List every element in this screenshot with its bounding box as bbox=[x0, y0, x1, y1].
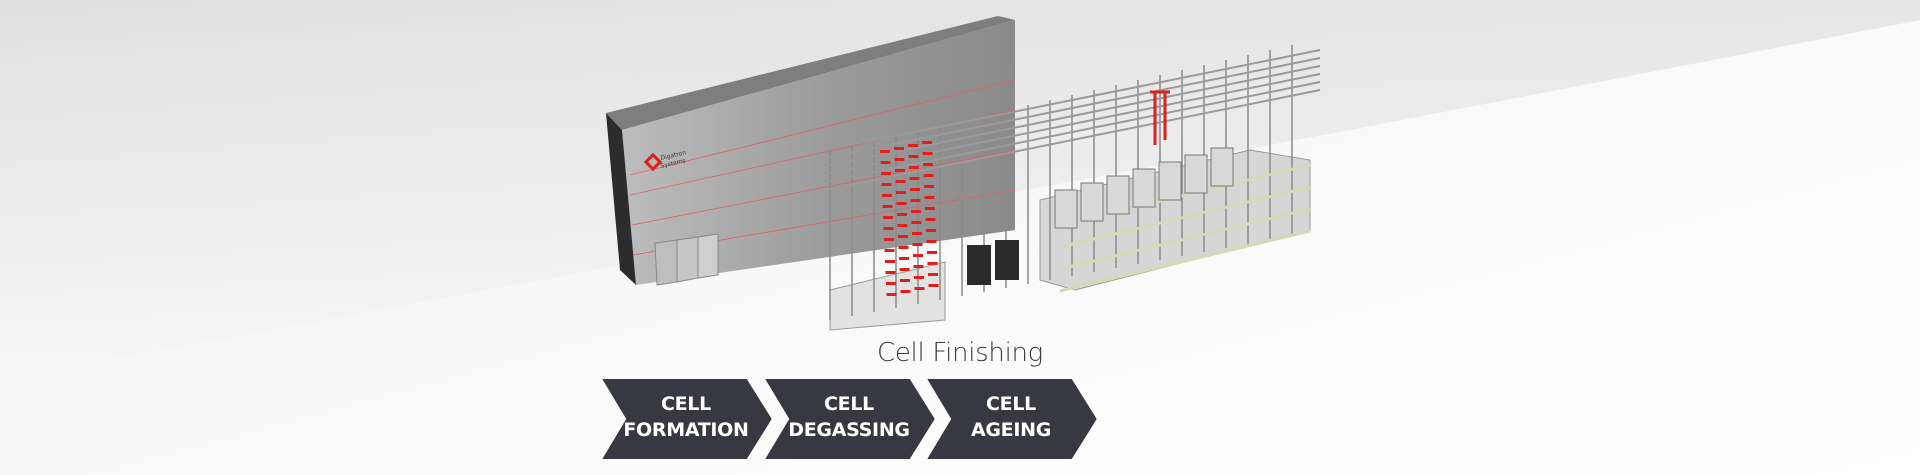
red-gripper bbox=[912, 232, 922, 235]
red-gripper bbox=[922, 152, 933, 155]
red-gripper bbox=[897, 213, 907, 216]
red-gripper bbox=[883, 227, 894, 230]
red-gripper bbox=[895, 169, 905, 172]
red-gripper bbox=[914, 276, 924, 279]
step-cell-degassing[interactable]: CELL DEGASSING bbox=[763, 379, 935, 459]
red-gripper bbox=[880, 161, 891, 164]
red-gripper bbox=[911, 221, 922, 224]
chevron-shape bbox=[765, 379, 935, 459]
ageing-cabinet bbox=[1184, 154, 1208, 194]
red-gripper bbox=[909, 177, 920, 180]
chevron-shape bbox=[927, 379, 1097, 459]
red-gripper bbox=[898, 235, 908, 238]
ageing-cabinet bbox=[1054, 189, 1078, 229]
degassing-unit bbox=[995, 240, 1019, 280]
red-gripper bbox=[923, 163, 933, 166]
step-label-line1: CELL bbox=[661, 393, 711, 415]
chevron-shape bbox=[602, 379, 772, 459]
red-gripper bbox=[896, 202, 907, 205]
red-gripper bbox=[914, 287, 925, 290]
control-cabinets bbox=[654, 233, 719, 286]
red-gripper bbox=[899, 257, 909, 260]
red-gripper bbox=[913, 254, 923, 257]
red-gripper bbox=[900, 290, 911, 293]
red-gripper-elements bbox=[880, 90, 1170, 296]
red-gripper bbox=[894, 147, 904, 150]
rack-beam bbox=[824, 73, 1321, 175]
platform-rail bbox=[1059, 185, 1311, 249]
step-label-line1: CELL bbox=[986, 393, 1036, 415]
step-cell-formation[interactable]: CELL FORMATION bbox=[600, 379, 772, 459]
step-cell-ageing[interactable]: CELL AGEING bbox=[925, 379, 1097, 459]
red-gripper bbox=[927, 262, 938, 265]
red-gripper bbox=[900, 279, 910, 282]
platform-rail bbox=[1059, 229, 1311, 293]
red-gripper bbox=[928, 284, 939, 287]
red-gantry bbox=[1150, 90, 1170, 145]
red-gripper bbox=[886, 282, 896, 285]
red-gripper bbox=[896, 191, 906, 194]
step-label-line2: AGEING bbox=[970, 419, 1052, 441]
red-gripper bbox=[880, 150, 890, 153]
red-gripper bbox=[911, 210, 921, 213]
red-gripper bbox=[926, 240, 937, 243]
red-gripper bbox=[895, 180, 906, 183]
red-gripper bbox=[883, 216, 893, 219]
enclosure-box bbox=[606, 16, 1016, 285]
ageing-cabinets bbox=[967, 147, 1234, 285]
red-gripper bbox=[913, 265, 924, 268]
rack-beam bbox=[824, 89, 1321, 191]
rack-beam bbox=[824, 81, 1321, 183]
red-gripper bbox=[886, 293, 897, 296]
red-gripper bbox=[925, 207, 935, 210]
red-gripper bbox=[926, 229, 936, 232]
red-gripper bbox=[909, 166, 919, 169]
red-gripper bbox=[898, 246, 909, 249]
red-gripper bbox=[910, 188, 920, 191]
ageing-cabinet bbox=[1106, 175, 1130, 215]
red-gripper bbox=[927, 251, 937, 254]
ageing-cabinet bbox=[1080, 182, 1104, 222]
section-title: Cell Finishing bbox=[877, 338, 1043, 368]
ageing-cabinet bbox=[1158, 161, 1182, 201]
red-gripper bbox=[910, 199, 921, 202]
red-gripper bbox=[884, 238, 894, 241]
rack-beam bbox=[824, 65, 1321, 167]
red-gripper bbox=[912, 243, 923, 246]
rack-beam bbox=[824, 57, 1321, 159]
red-gripper bbox=[924, 196, 935, 199]
step-label-line2: DEGASSING bbox=[788, 419, 910, 441]
red-gripper bbox=[882, 205, 893, 208]
red-gripper bbox=[885, 260, 895, 263]
red-gripper bbox=[924, 185, 934, 188]
red-gripper bbox=[922, 141, 932, 144]
red-gripper bbox=[885, 271, 896, 274]
red-gripper bbox=[925, 218, 936, 221]
step-label-line1: CELL bbox=[824, 393, 874, 415]
step-label-line2: FORMATION bbox=[623, 419, 749, 441]
red-gripper bbox=[928, 273, 938, 276]
red-gripper bbox=[884, 249, 895, 252]
red-gripper bbox=[899, 268, 910, 271]
platform-rail bbox=[1059, 207, 1311, 271]
red-gripper bbox=[908, 144, 918, 147]
red-gripper bbox=[881, 183, 892, 186]
red-gripper bbox=[881, 172, 891, 175]
red-gripper bbox=[908, 155, 919, 158]
red-gripper bbox=[897, 224, 908, 227]
red-gripper bbox=[923, 174, 934, 177]
ageing-cabinet bbox=[1210, 147, 1234, 187]
degassing-unit bbox=[967, 245, 991, 285]
red-gripper bbox=[882, 194, 892, 197]
rack-beam bbox=[824, 49, 1321, 151]
red-gripper bbox=[894, 158, 905, 161]
ageing-cabinet bbox=[1132, 168, 1156, 208]
